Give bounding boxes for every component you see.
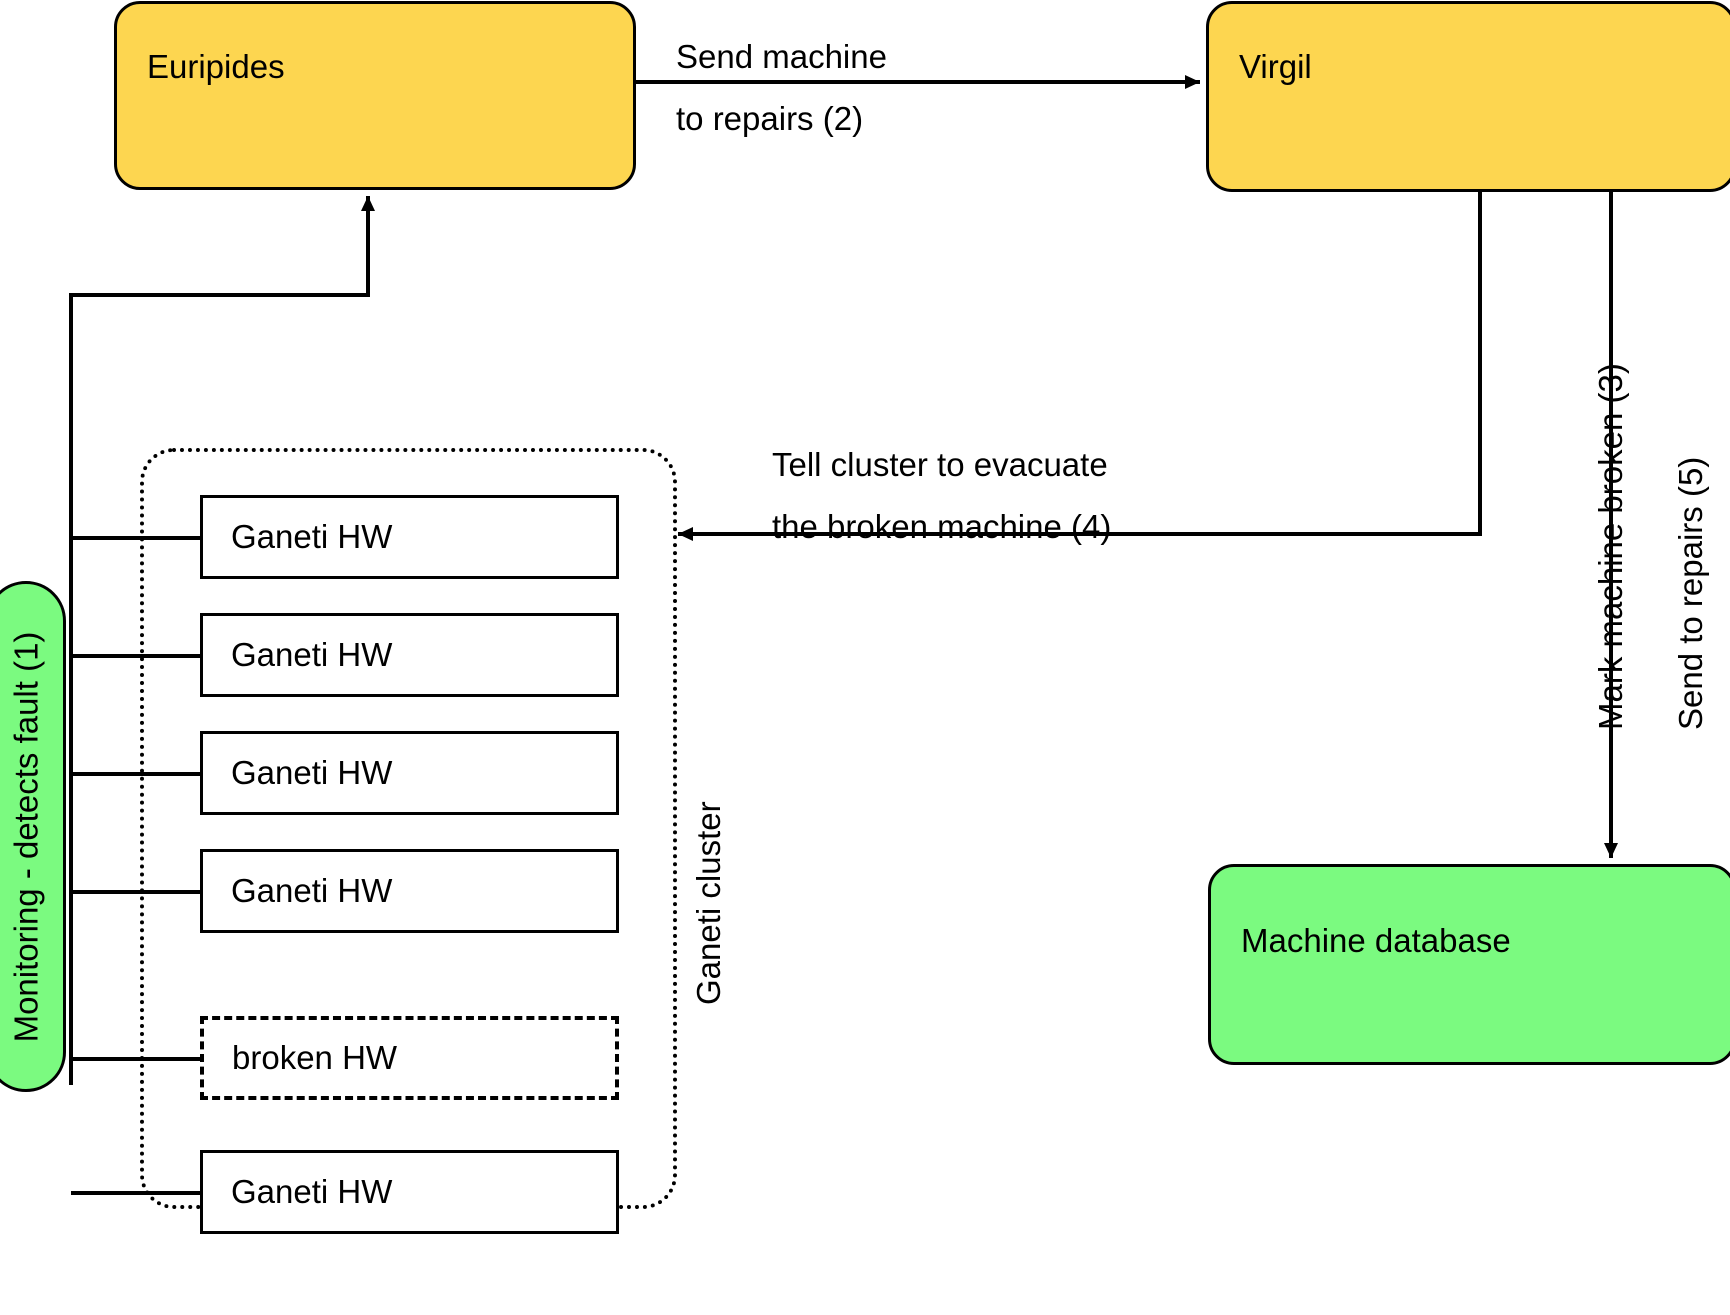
edge-label-mark-machine-broken: Mark machine broken (3) — [1592, 363, 1629, 730]
hw-node-broken[interactable]: broken HW — [200, 1016, 619, 1100]
ganeti-cluster-caption: Ganeti cluster — [690, 801, 727, 1005]
edge-label-tell-cluster-line1: Tell cluster to evacuate — [772, 446, 1108, 483]
node-euripides-label: Euripides — [147, 48, 285, 85]
node-virgil[interactable]: Virgil — [1206, 1, 1730, 192]
node-virgil-label: Virgil — [1239, 48, 1312, 85]
hw-node-3[interactable]: Ganeti HW — [200, 731, 619, 815]
hw-node-6[interactable]: Ganeti HW — [200, 1150, 619, 1234]
hw-node-label: Ganeti HW — [231, 754, 393, 791]
node-monitoring[interactable]: Monitoring - detects fault (1) — [0, 581, 66, 1092]
edge-label-send-machine-line2: to repairs (2) — [676, 100, 864, 137]
hw-node-2[interactable]: Ganeti HW — [200, 613, 619, 697]
hw-node-1[interactable]: Ganeti HW — [200, 495, 619, 579]
hw-node-label: Ganeti HW — [231, 518, 393, 555]
hw-node-label: Ganeti HW — [231, 636, 393, 673]
node-euripides[interactable]: Euripides — [114, 1, 636, 190]
node-machine-database-label: Machine database — [1241, 922, 1511, 959]
node-monitoring-label: Monitoring - detects fault (1) — [7, 631, 44, 1042]
hw-node-label: Ganeti HW — [231, 1173, 393, 1210]
edge-label-tell-cluster-line2: the broken machine (4) — [772, 508, 1112, 545]
hw-node-label: broken HW — [232, 1039, 398, 1076]
hw-node-4[interactable]: Ganeti HW — [200, 849, 619, 933]
node-machine-database[interactable]: Machine database — [1208, 864, 1730, 1065]
edge-label-send-to-repairs: Send to repairs (5) — [1672, 456, 1709, 730]
hw-node-label: Ganeti HW — [231, 872, 393, 909]
edge-label-send-machine-line1: Send machine — [676, 38, 887, 75]
